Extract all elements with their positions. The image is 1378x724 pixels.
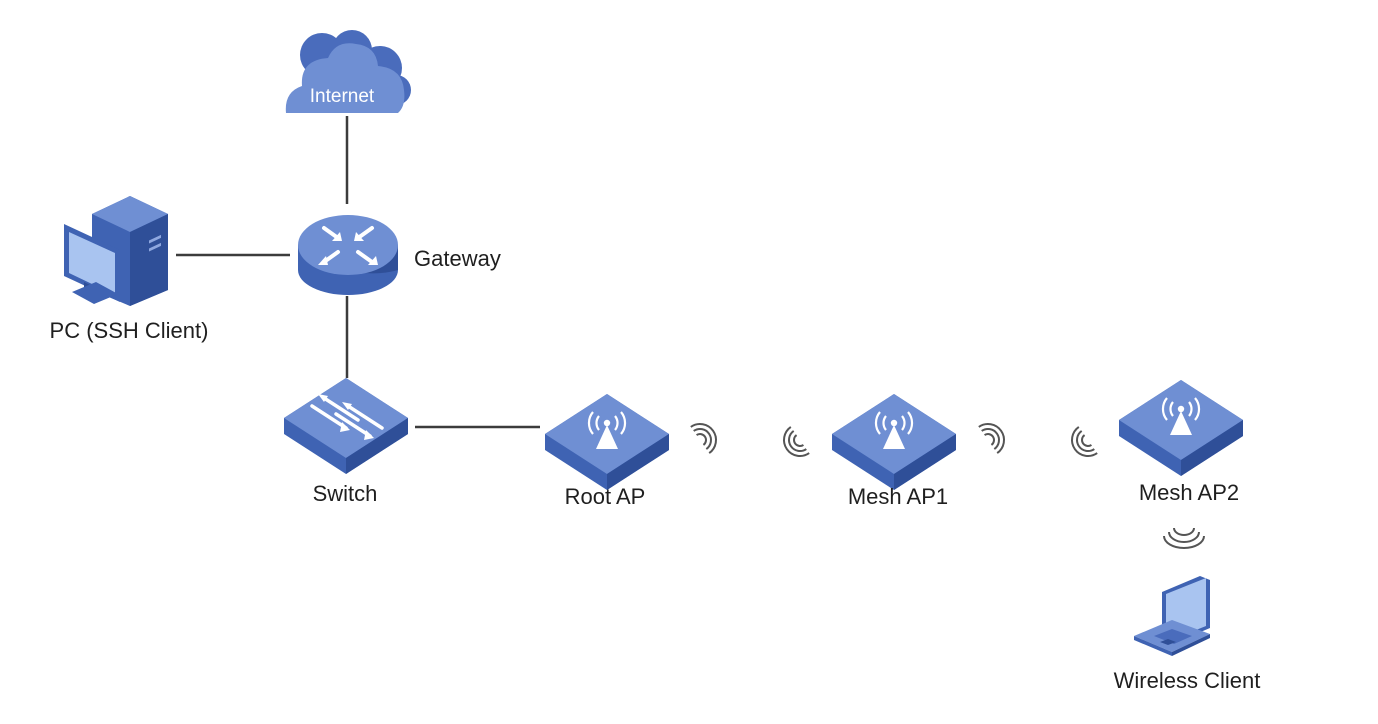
router-icon (298, 215, 398, 295)
wireless-signal-icon (1064, 425, 1099, 464)
access-point-icon (543, 392, 671, 492)
wireless-signal-icon (1163, 527, 1205, 549)
node-label-wireless-client: Wireless Client (1113, 668, 1261, 693)
node-label-gateway: Gateway (414, 246, 501, 271)
laptop-icon (1134, 576, 1210, 656)
access-point-icon (830, 392, 958, 492)
switch-icon (284, 378, 408, 474)
node-label-pc: PC (SSH Client) (49, 318, 209, 343)
wireless-signal-icon (776, 425, 811, 464)
access-point-icon (1117, 378, 1245, 478)
node-label-root-ap: Root AP (564, 484, 646, 509)
desktop-pc-icon (64, 196, 168, 306)
wireless-signal-icon (977, 416, 1012, 455)
node-label-mesh-ap2: Mesh AP2 (1138, 480, 1240, 505)
cloud-icon (285, 30, 411, 113)
node-label-mesh-ap1: Mesh AP1 (847, 484, 949, 509)
node-label-switch: Switch (312, 481, 378, 506)
wireless-signal-icon (689, 416, 724, 455)
node-label-internet: Internet (309, 86, 375, 107)
